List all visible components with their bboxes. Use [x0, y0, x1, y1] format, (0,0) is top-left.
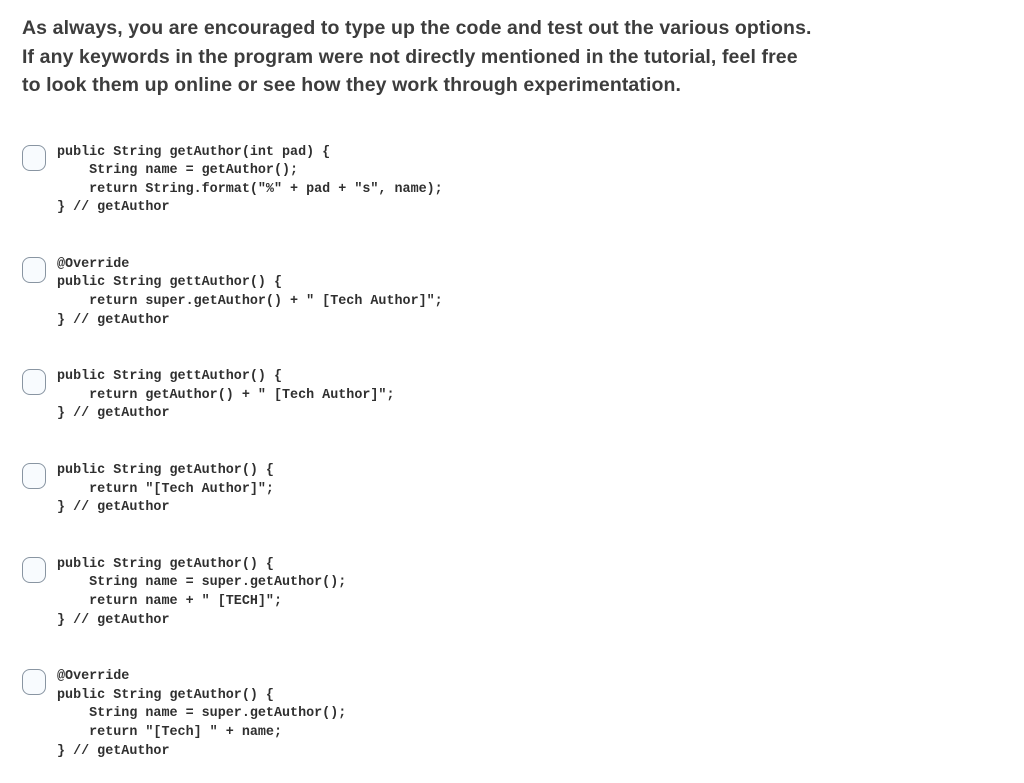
option-4-code: public String getAuthor() { return "[Tec…	[57, 463, 274, 516]
option-1-checkbox[interactable]	[22, 144, 46, 171]
option-1-code: public String getAuthor(int pad) { Strin…	[57, 144, 443, 216]
answer-option-6: @Override public String getAuthor() { St…	[22, 668, 1024, 761]
intro-line: If any keywords in the program were not …	[22, 45, 798, 68]
option-5-code: public String getAuthor() { String name …	[57, 556, 347, 628]
option-2-checkbox[interactable]	[22, 256, 46, 283]
answer-option-3: public String gettAuthor() { return getA…	[22, 368, 1024, 424]
intro-line: As always, you are encouraged to type up…	[22, 17, 812, 39]
answer-option-2: @Override public String gettAuthor() { r…	[22, 256, 1024, 330]
intro-line: to look them up online or see how they w…	[22, 74, 682, 96]
intro-paragraph: As always, you are encouraged to type up…	[22, 14, 1024, 100]
option-3-code: public String gettAuthor() { return getA…	[57, 369, 395, 422]
answer-option-1: public String getAuthor(int pad) { Strin…	[22, 144, 1024, 218]
option-6-checkbox[interactable]	[22, 669, 46, 696]
answer-option-5: public String getAuthor() { String name …	[22, 556, 1024, 630]
option-6-code: @Override public String getAuthor() { St…	[57, 669, 347, 759]
answer-options-list: public String getAuthor(int pad) { Strin…	[22, 144, 1024, 762]
answer-option-4: public String getAuthor() { return "[Tec…	[22, 462, 1024, 518]
option-4-checkbox[interactable]	[22, 463, 46, 490]
option-5-checkbox[interactable]	[22, 556, 46, 583]
option-2-code: @Override public String gettAuthor() { r…	[57, 256, 443, 328]
option-3-checkbox[interactable]	[22, 369, 46, 396]
